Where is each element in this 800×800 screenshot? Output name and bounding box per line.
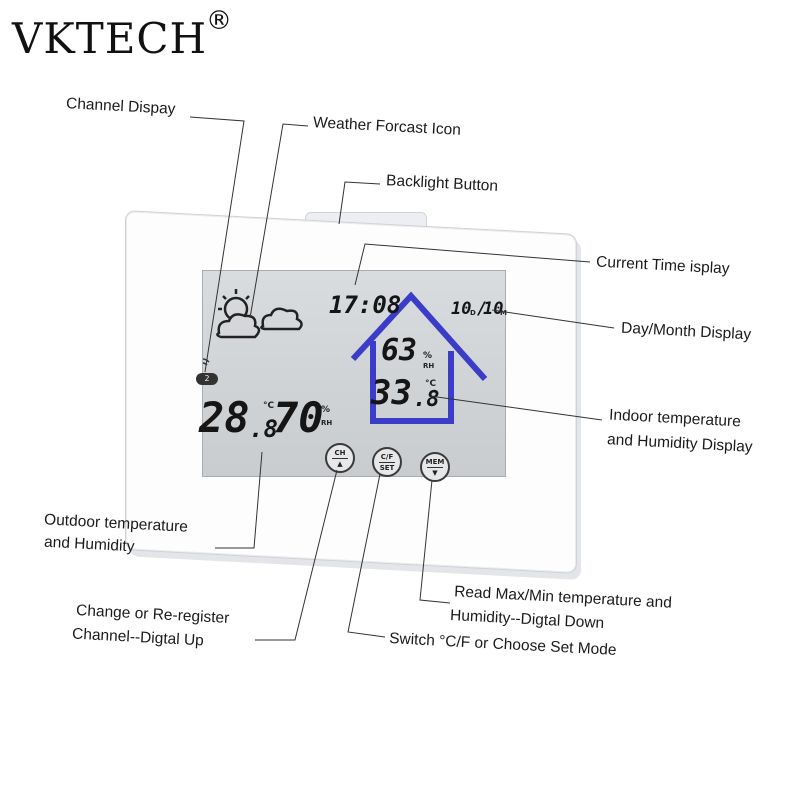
brand-logo: VKTECH (12, 14, 208, 63)
cloud-icon (260, 307, 303, 331)
leader-daymonth (491, 309, 615, 329)
indoor-humidity-unit: % (423, 351, 433, 361)
leader-backlight (338, 181, 381, 225)
cf-set-button[interactable]: C/F SET (372, 447, 402, 477)
leader-outdoor (215, 451, 263, 549)
leader-mem (419, 479, 451, 604)
mem-button-divider (427, 467, 443, 468)
sun-cloud-icon (216, 289, 261, 339)
day-value: 10 (451, 299, 472, 319)
ch-button-label: CH (334, 449, 346, 457)
leader-indoor (429, 395, 603, 421)
down-arrow-icon: ▼ (432, 469, 438, 477)
set-button-label: SET (379, 464, 395, 472)
lcd-screen: 17:08 10 D / 10 M 63 % RH 33 .8 °C 2 28 … (196, 270, 507, 477)
up-arrow-icon: ▲ (337, 460, 343, 468)
registered-mark: ® (206, 6, 232, 36)
outdoor-humidity-unit: % (321, 405, 331, 415)
day-unit: D (470, 309, 476, 317)
channel-indicator: 2 (196, 373, 218, 385)
mem-button-label: MEM (425, 458, 445, 466)
indoor-temp-decimal: .8 (413, 387, 440, 412)
leader-cf (347, 473, 386, 638)
date-separator: / (477, 299, 488, 319)
month-unit: M (500, 309, 507, 317)
lcd-graphics (203, 289, 488, 424)
indoor-humidity-value: 63 (381, 333, 418, 368)
ch-button-divider (332, 458, 348, 459)
month-value: 10 (483, 299, 504, 319)
mem-down-button[interactable]: MEM ▼ (420, 452, 450, 482)
outdoor-temp-value: 28 (199, 393, 250, 442)
cf-button-label: C/F (380, 453, 394, 461)
outdoor-humidity-value: 70 (273, 393, 324, 442)
indoor-humidity-rh: RH (423, 362, 435, 370)
ch-up-button[interactable]: CH ▲ (325, 443, 355, 473)
leader-time (354, 243, 591, 286)
house-outline-icon (350, 291, 488, 381)
outdoor-temp-unit: °C (263, 401, 275, 411)
leader-channel (189, 116, 245, 373)
indoor-temp-unit: °C (425, 379, 437, 389)
outdoor-humidity-rh: RH (321, 419, 333, 427)
outdoor-temp-decimal: .8 (249, 415, 278, 443)
cf-button-divider (379, 462, 395, 463)
house-walls (370, 341, 454, 424)
indoor-temp-value: 33 (371, 373, 412, 413)
leader-ch (255, 469, 338, 641)
time-display: 17:08 (329, 291, 402, 319)
leader-weather (249, 123, 309, 319)
